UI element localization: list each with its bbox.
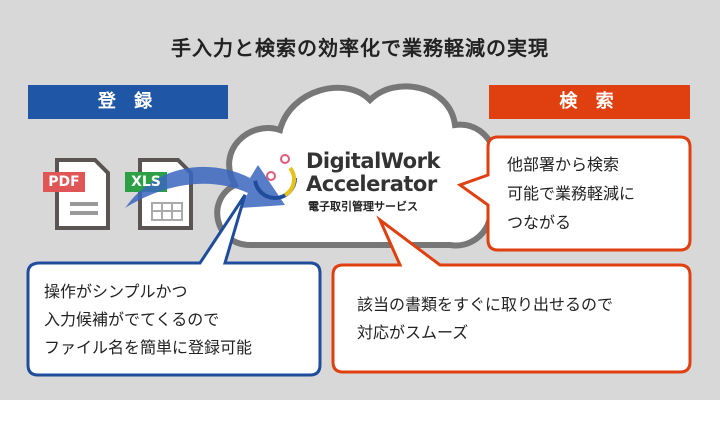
bubble-line: 操作がシンプルかつ (44, 282, 188, 301)
logo-line2: Accelerator (306, 172, 437, 196)
pdf-file-icon (43, 158, 110, 230)
logo-line1: DigitalWork (306, 149, 440, 173)
bubble-line: つながる (507, 213, 572, 232)
page-title: 手入力と検索の効率化で業務軽減の実現 (171, 36, 549, 60)
logo-subtitle: 電子取引管理サービス (308, 200, 418, 213)
bubble-line: 入力候補がでてくるので (44, 310, 220, 329)
right-bottom-bubble-shape (331, 215, 692, 374)
diagram-shapes (26, 83, 692, 377)
bubble-line: 可能で業務軽減に (507, 184, 636, 203)
bubble-line: 対応がスムーズ (357, 323, 469, 342)
bubble-line: 該当の書類をすぐに取り出せるので (357, 295, 614, 314)
search-label: 検 索 (489, 85, 690, 119)
right-bottom-bubble-text: 該当の書類をすぐに取り出せるので 対応がスムーズ (357, 291, 613, 347)
bubble-line: 他部署から検索 (507, 155, 620, 174)
dwa-logo-icon (253, 154, 297, 200)
bubble-line: ファイル名を簡単に登録可能 (44, 338, 253, 357)
diagram-canvas: 手入力と検索の効率化で業務軽減の実現 登 録 検 索 PDF XLS Digit… (0, 0, 720, 400)
register-label: 登 録 (28, 85, 228, 119)
right-top-bubble-shape (456, 135, 692, 252)
left-bubble-shape (26, 194, 322, 377)
right-top-bubble-text: 他部署から検索 可能で業務軽減に つながる (507, 150, 635, 237)
left-bubble-text: 操作がシンプルかつ 入力候補がでてくるので ファイル名を簡単に登録可能 (44, 278, 252, 362)
pdf-label: PDF (48, 174, 80, 190)
xls-label: XLS (131, 174, 161, 190)
register-arrow (125, 165, 285, 208)
